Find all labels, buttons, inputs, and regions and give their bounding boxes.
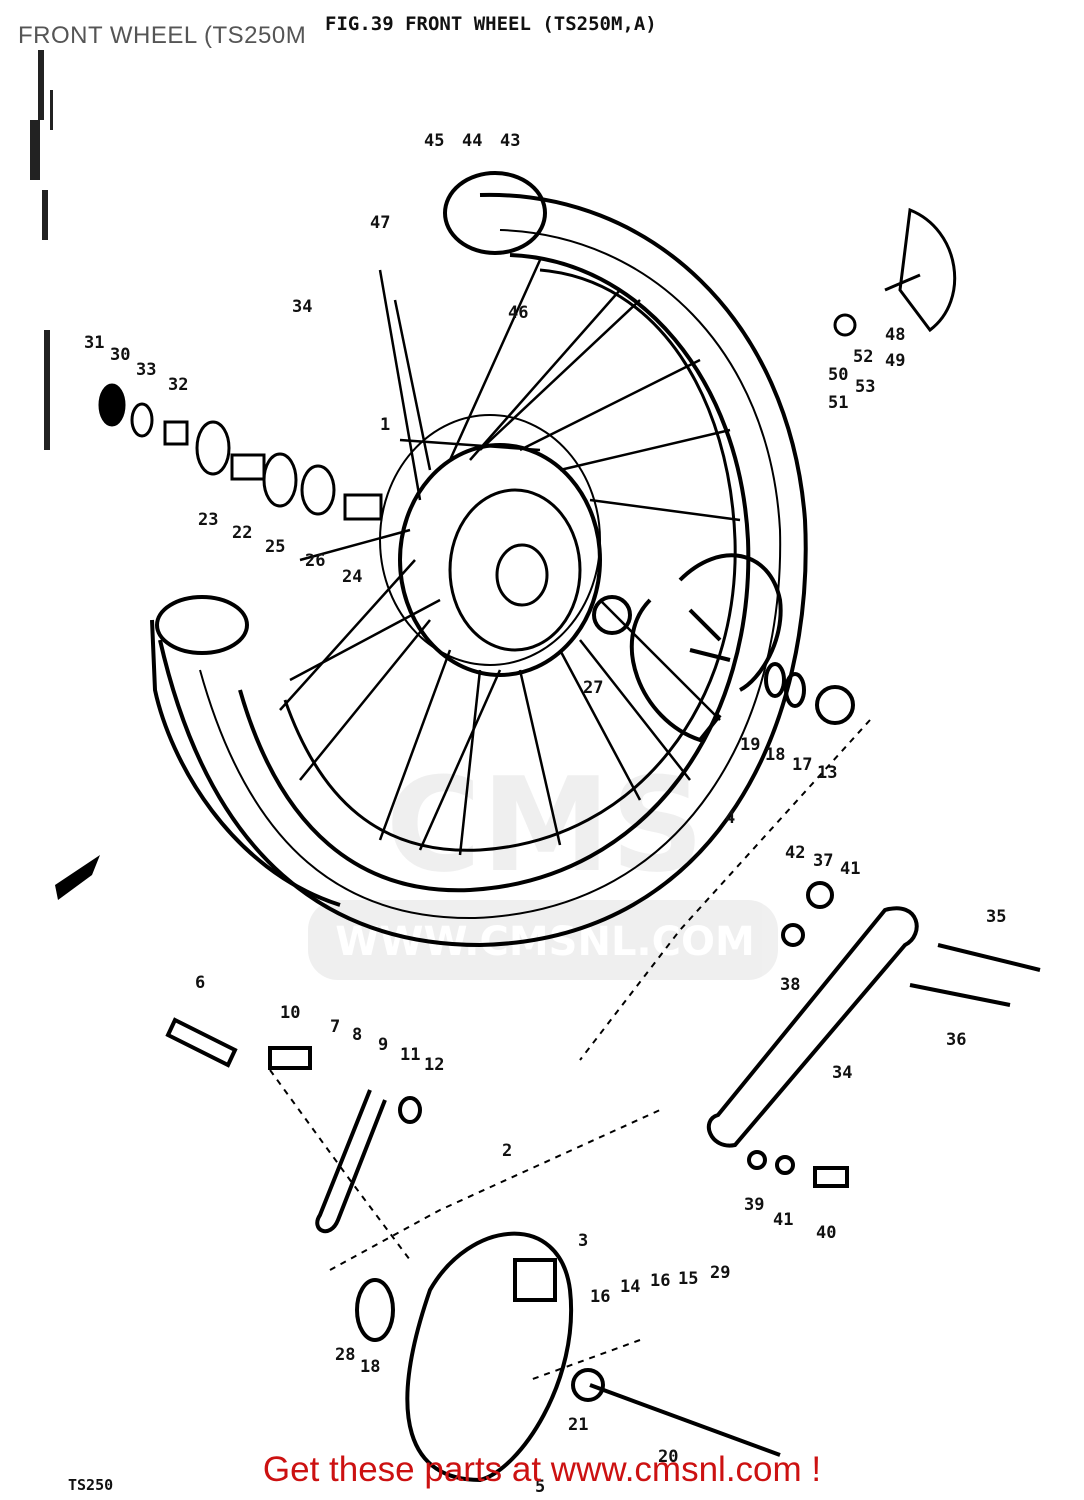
brake-panel (355, 1231, 781, 1483)
direction-arrow-icon (55, 855, 100, 900)
callout-21: 21 (568, 1415, 588, 1435)
callout-34: 34 (832, 1063, 852, 1083)
callout-34-top: 34 (292, 297, 312, 317)
parts-shop-link[interactable]: Get these parts at www.cmsnl.com ! (262, 1450, 822, 1489)
callout-42: 42 (785, 843, 805, 863)
callout-27: 27 (583, 678, 603, 698)
callout-50: 50 (828, 365, 848, 385)
callout-9: 9 (378, 1035, 388, 1055)
callout-29: 29 (710, 1263, 730, 1283)
callout-4: 4 (725, 808, 735, 828)
callout-39: 39 (744, 1195, 764, 1215)
callout-6: 6 (195, 973, 205, 993)
callout-16-b: 16 (650, 1271, 670, 1291)
callout-35: 35 (986, 907, 1006, 927)
callout-53: 53 (855, 377, 875, 397)
callout-24: 24 (342, 567, 362, 587)
callout-49: 49 (885, 351, 905, 371)
watermark-url: WWW.CMSNL.COM (335, 919, 755, 965)
brake-cam-lever (165, 1017, 422, 1234)
scan-edge-noise (30, 50, 53, 450)
callout-41: 41 (773, 1210, 793, 1230)
callout-43: 43 (500, 131, 520, 151)
speedometer-gear (833, 207, 957, 337)
callout-10: 10 (280, 1003, 300, 1023)
callout-11: 11 (400, 1045, 420, 1065)
page-heading: FRONT WHEEL (TS250M (18, 22, 307, 49)
model-code: TS250 (68, 1476, 114, 1494)
callout-18: 18 (765, 745, 785, 765)
callout-1: 1 (380, 415, 390, 435)
cmsnl-watermark: CMS WWW.CMSNL.COM (308, 749, 778, 980)
callout-20: 20 (658, 1447, 678, 1467)
callout-40: 40 (816, 1223, 836, 1243)
callout-47: 47 (370, 213, 390, 233)
callout-44: 44 (462, 131, 482, 151)
callout-14: 14 (620, 1277, 640, 1297)
callout-16-a: 16 (590, 1287, 610, 1307)
figure-title: FIG.39 FRONT WHEEL (TS250M,A) (325, 13, 657, 35)
callout-12: 12 (424, 1055, 444, 1075)
callout-13: 13 (817, 763, 837, 783)
callout-52: 52 (853, 347, 873, 367)
callout-36: 36 (946, 1030, 966, 1050)
callout-7: 7 (330, 1017, 340, 1037)
callout-15: 15 (678, 1269, 698, 1289)
callout-22: 22 (232, 523, 252, 543)
callout-33: 33 (136, 360, 156, 380)
callout-26: 26 (305, 551, 325, 571)
callout-45: 45 (424, 131, 444, 151)
brake-shoes (629, 553, 783, 743)
wheel-assembly (150, 171, 808, 948)
callout-51: 51 (828, 393, 848, 413)
callout-48: 48 (885, 325, 905, 345)
callout-41-top: 41 (840, 859, 860, 879)
callout-32: 32 (168, 375, 188, 395)
callout-28: 28 (335, 1345, 355, 1365)
callout-23: 23 (198, 510, 218, 530)
callout-31: 31 (84, 333, 104, 353)
leader-lines (269, 719, 871, 1381)
callout-38: 38 (780, 975, 800, 995)
callout-19: 19 (740, 735, 760, 755)
callout-17: 17 (792, 755, 812, 775)
callout-46: 46 (508, 303, 528, 323)
axle-left-parts (98, 383, 383, 521)
callout-18-b: 18 (360, 1357, 380, 1377)
callout-8: 8 (352, 1025, 362, 1045)
callout-5: 5 (535, 1477, 545, 1497)
torque-arm-assembly (706, 881, 1041, 1188)
axle-right-parts (764, 662, 855, 725)
callout-2: 2 (502, 1141, 512, 1161)
callout-37: 37 (813, 851, 833, 871)
callout-30: 30 (110, 345, 130, 365)
callout-3: 3 (578, 1231, 588, 1251)
part-callouts: 45 44 43 47 46 34 48 49 50 51 52 53 31 3… (84, 131, 1006, 1497)
callout-25: 25 (265, 537, 285, 557)
